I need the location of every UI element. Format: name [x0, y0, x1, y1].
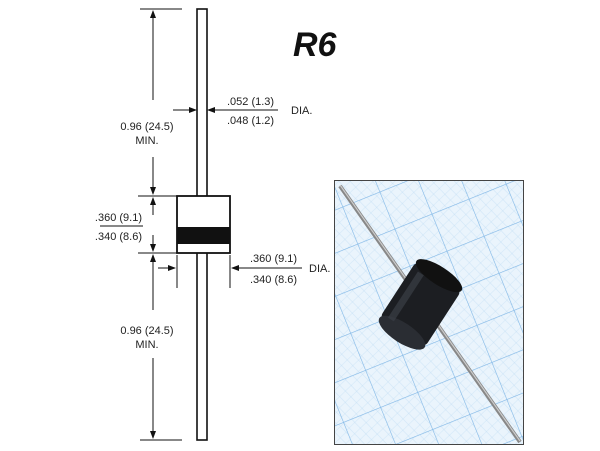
lead-diameter-max: .052 (1.3): [227, 96, 274, 108]
lead-diameter-note: DIA.: [291, 105, 312, 117]
lead-length-top-note: MIN.: [135, 135, 158, 147]
lead-diameter-dimension: .052 (1.3) .048 (1.2) DIA.: [173, 96, 312, 127]
body-length-max: .360 (9.1): [95, 212, 142, 224]
lead-diameter-min: .048 (1.2): [227, 115, 274, 127]
body-length-min: .340 (8.6): [95, 231, 142, 243]
body-diameter-min: .340 (8.6): [250, 274, 297, 286]
body-diameter-note: DIA.: [309, 263, 330, 275]
body-length-dimension: .360 (9.1) .340 (8.6): [95, 197, 182, 254]
diode-outline: [176, 8, 231, 441]
lead-length-top-value: 0.96 (24.5): [120, 121, 173, 133]
diode-photo: [334, 180, 524, 445]
part-title: R6: [293, 26, 338, 64]
cathode-band: [177, 227, 230, 244]
lead-length-bottom-note: MIN.: [135, 339, 158, 351]
body-diameter-dimension: .360 (9.1) .340 (8.6) DIA.: [158, 253, 330, 288]
lead-length-bottom-value: 0.96 (24.5): [120, 325, 173, 337]
lead-length-bottom-dimension: 0.96 (24.5) MIN.: [120, 254, 182, 441]
lead-length-top-dimension: 0.96 (24.5) MIN.: [120, 8, 182, 197]
body-diameter-max: .360 (9.1): [250, 253, 297, 265]
